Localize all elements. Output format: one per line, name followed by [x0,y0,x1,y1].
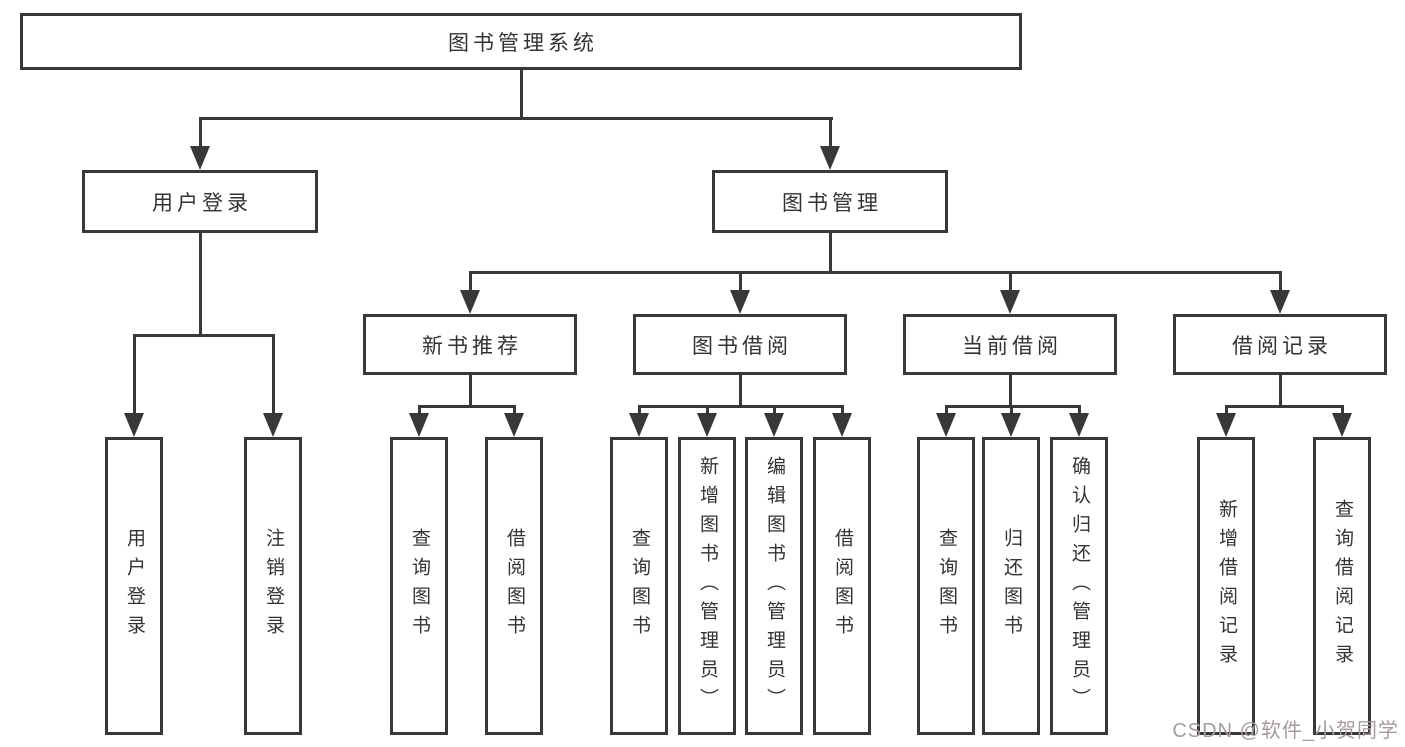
connector-line [272,335,275,425]
arrowhead-down-icon [629,413,649,437]
csdn-watermark: CSDN @软件_小贺同学 [1172,720,1399,742]
node-label: 新增借阅记录 [1215,499,1237,673]
node-label: 归还图书 [1000,528,1022,644]
leaf-query-books-recommend: 查询图书 [390,437,448,735]
node-label: 编辑图书（管理员） [763,455,785,717]
connector-line [1225,405,1344,408]
node-label: 查询借阅记录 [1331,499,1353,673]
arrowhead-down-icon [832,413,852,437]
leaf-add-books-admin: 新增图书（管理员） [678,437,736,735]
arrowhead-down-icon [263,413,283,437]
arrowhead-down-icon [504,413,524,437]
arrowhead-down-icon [1270,290,1290,314]
leaf-add-borrow-record: 新增借阅记录 [1197,437,1255,735]
node-label: 借阅记录 [1232,334,1332,358]
connector-line [469,375,472,406]
node-library-management-system: 图书管理系统 [20,13,1022,70]
arrowhead-down-icon [1001,413,1021,437]
arrowhead-down-icon [764,413,784,437]
arrowhead-down-icon [460,290,480,314]
node-label: 新增图书（管理员） [696,455,718,717]
connector-line [829,233,832,273]
leaf-borrow-books-recommend: 借阅图书 [485,437,543,735]
node-label: 当前借阅 [962,334,1062,358]
connector-line [1009,272,1012,304]
node-label: 用户登录 [152,191,252,215]
node-label: 查询图书 [628,528,650,644]
connector-line [133,334,275,337]
node-label: 借阅图书 [503,528,525,644]
node-label: 注销登录 [262,528,284,644]
leaf-query-books-borrowing: 查询图书 [610,437,668,735]
leaf-edit-books-admin: 编辑图书（管理员） [745,437,803,735]
arrowhead-down-icon [730,290,750,314]
leaf-user-login: 用户登录 [105,437,163,735]
leaf-query-books-current: 查询图书 [917,437,975,735]
connector-line [469,272,472,304]
node-label: 新书推荐 [422,334,522,358]
leaf-confirm-return-admin: 确认归还（管理员） [1050,437,1108,735]
arrowhead-down-icon [1216,413,1236,437]
connector-line [945,405,1081,408]
connector-line [520,70,523,118]
connector-line [418,405,516,408]
node-new-book-recommend: 新书推荐 [363,314,577,375]
connector-line [199,233,202,335]
leaf-return-books: 归还图书 [982,437,1040,735]
node-label: 查询图书 [935,528,957,644]
node-label: 查询图书 [408,528,430,644]
node-label: 用户登录 [123,528,145,644]
connector-line [1279,272,1282,304]
connector-line [199,118,202,160]
arrowhead-down-icon [697,413,717,437]
connector-line [638,405,844,408]
connector-line [829,118,832,160]
node-borrow-records: 借阅记录 [1173,314,1387,375]
arrowhead-down-icon [1000,290,1020,314]
node-book-borrowing: 图书借阅 [633,314,847,375]
arrowhead-down-icon [1332,413,1352,437]
leaf-borrow-books: 借阅图书 [813,437,871,735]
node-label: 确认归还（管理员） [1068,455,1090,717]
leaf-logout: 注销登录 [244,437,302,735]
node-user-login: 用户登录 [82,170,318,233]
arrowhead-down-icon [190,146,210,170]
connector-line [1009,375,1012,406]
leaf-query-borrow-record: 查询借阅记录 [1313,437,1371,735]
connector-line [739,375,742,406]
arrowhead-down-icon [409,413,429,437]
connector-line [199,117,833,120]
node-book-management: 图书管理 [712,170,948,233]
node-label: 借阅图书 [831,528,853,644]
node-label: 图书管理 [782,191,882,215]
node-current-borrowing: 当前借阅 [903,314,1117,375]
arrowhead-down-icon [124,413,144,437]
connector-line [1279,375,1282,406]
node-label: 图书管理系统 [448,31,598,55]
arrowhead-down-icon [936,413,956,437]
connector-line [739,272,742,304]
node-label: 图书借阅 [692,334,792,358]
connector-line [133,335,136,425]
arrowhead-down-icon [1069,413,1089,437]
arrowhead-down-icon [820,146,840,170]
connector-line [469,271,1282,274]
